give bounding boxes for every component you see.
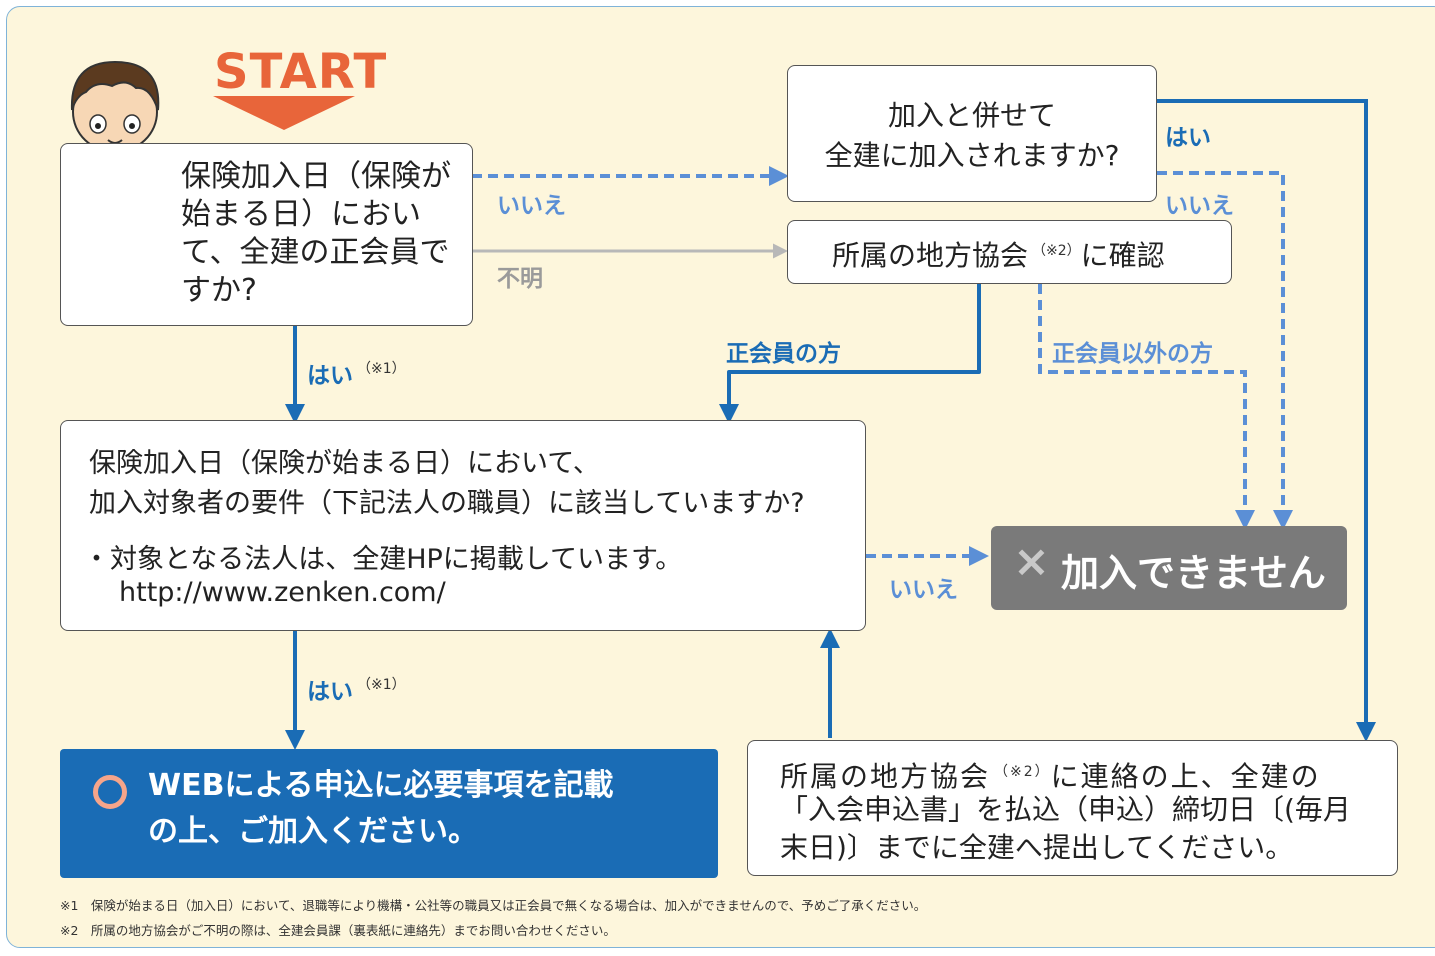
label-regular-member: 正会員の方 — [726, 341, 841, 367]
contact-association-instruction: 所属の地方協会（※2）に連絡の上、全建の 「入会申込書」を払込（申込）締切日〔(… — [747, 740, 1398, 876]
note1-mark-b: （※1） — [357, 677, 406, 693]
question-join-zenken: 加入と併せて 全建に加入されますか? — [787, 65, 1157, 202]
result-cannot-join: × 加入できません — [991, 526, 1347, 610]
start-arrow — [213, 96, 355, 130]
label-no-q1: いいえ — [497, 193, 566, 219]
label-no-q4: いいえ — [889, 577, 958, 603]
result-cannot-join-text: 加入できません — [1061, 551, 1326, 595]
result-apply-web-text: WEBによる申込に必要事項を記載 の上、ご加入ください。 — [148, 768, 614, 849]
note2-mark: （※2） — [1032, 243, 1081, 259]
cross-icon: × — [1013, 536, 1050, 587]
footnote-1: ※1 保険が始まる日（加入日）において、退職等により機構・公社等の職員又は正会員… — [60, 898, 927, 913]
check-local-association: 所属の地方協会（※2）に確認 — [787, 220, 1232, 284]
circle-ok-icon — [93, 775, 127, 809]
action-text-b: に連絡の上、全建の — [1050, 760, 1321, 793]
label-yes-q2: はい — [1165, 125, 1211, 151]
label-yes-q4-text: はい — [307, 679, 353, 705]
label-no-q2: いいえ — [1165, 193, 1234, 219]
label-yes-q4: はい（※1） — [307, 672, 406, 706]
check-text-b: に確認 — [1080, 239, 1165, 272]
label-yes-q1-text: はい — [307, 363, 353, 389]
label-yes-q1: はい（※1） — [307, 356, 406, 390]
edge-q2-ng-no — [1157, 171, 1293, 530]
eligibility-line3: ・対象となる法人は、全建HPに掲載しています。 — [83, 544, 683, 575]
question-regular-member: 保険加入日（保険が 始まる日）におい て、全建の正会員で すか? — [60, 143, 473, 326]
check-local-association-text: 所属の地方協会（※2）に確認 — [832, 234, 1165, 274]
action-line1: 所属の地方協会（※2）に連絡の上、全建の — [780, 755, 1321, 795]
footnote-2: ※2 所属の地方協会がご不明の際は、全建会員課（裏表紙に連絡先）までお問い合わせ… — [60, 923, 616, 938]
eligibility-line2: 加入対象者の要件（下記法人の職員）に該当していますか? — [89, 488, 805, 519]
question-join-zenken-text: 加入と併せて 全建に加入されますか? — [824, 99, 1120, 172]
label-non-regular-member: 正会員以外の方 — [1052, 341, 1213, 367]
question-eligibility: 保険加入日（保険が始まる日）において、 加入対象者の要件（下記法人の職員）に該当… — [60, 420, 866, 631]
edge-q3-q4-regular — [719, 284, 981, 424]
label-unknown: 不明 — [497, 266, 543, 292]
note1-mark-a: （※1） — [357, 361, 406, 377]
start-label: START — [214, 44, 388, 100]
eligibility-line1: 保険加入日（保険が始まる日）において、 — [89, 448, 600, 479]
action-note-mark: （※2） — [994, 764, 1051, 780]
edge-q2-action-yes — [1157, 99, 1376, 742]
zenken-url[interactable]: http://www.zenken.com/ — [119, 577, 446, 608]
question-regular-member-text: 保険加入日（保険が 始まる日）におい て、全建の正会員で すか? — [181, 159, 451, 308]
action-text-a: 所属の地方協会 — [780, 760, 991, 793]
edge-q3-ng-nonregular — [1038, 284, 1255, 530]
check-text-a: 所属の地方協会 — [832, 239, 1029, 272]
result-apply-web: WEBによる申込に必要事項を記載 の上、ご加入ください。 — [60, 749, 718, 878]
action-line2: 「入会申込書」を払込（申込）締切日〔(毎月 末日)〕までに全建へ提出してください… — [780, 793, 1351, 864]
